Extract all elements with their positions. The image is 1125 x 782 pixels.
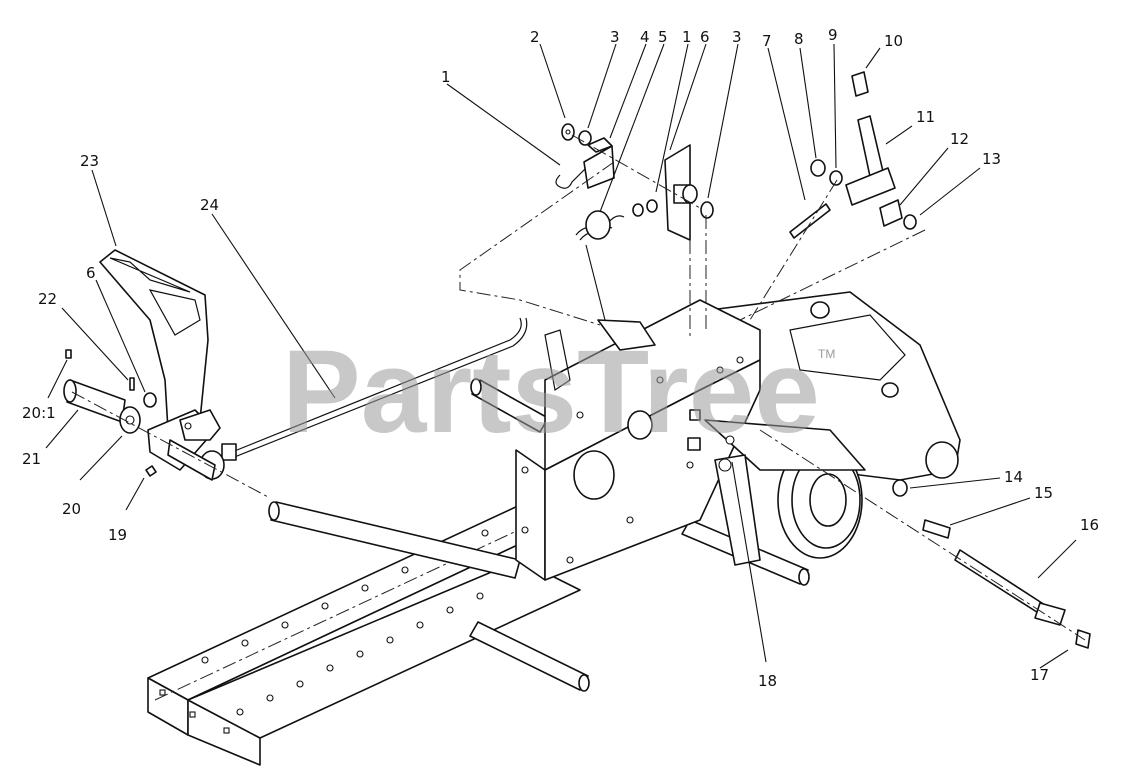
pivot-stack [63, 349, 271, 499]
watermark-trademark: TM [818, 347, 835, 361]
callout-10: 10 [884, 32, 903, 50]
callout-17: 17 [1030, 666, 1049, 684]
callout-12: 12 [950, 130, 969, 148]
callout-6: 6 [86, 264, 96, 282]
callout-21: 21 [22, 450, 41, 468]
callout-16: 16 [1080, 516, 1099, 534]
callout-1: 1 [441, 68, 451, 86]
rear-rod-parts [759, 429, 1091, 649]
watermark-text: PartsTree [282, 326, 820, 458]
callout-24: 24 [200, 196, 219, 214]
brake-pedal [99, 249, 225, 481]
callout-2: 2 [530, 28, 540, 46]
brake-rod [221, 317, 528, 461]
leader-lines [45, 43, 1077, 669]
callout-14: 14 [1004, 468, 1023, 486]
callout-5: 5 [658, 28, 668, 46]
callout-13: 13 [982, 150, 1001, 168]
callout-1: 1 [682, 28, 692, 46]
callout-labels: 1 2 3 4 5 1 6 3 7 8 9 10 11 12 13 23 24 … [22, 26, 1099, 690]
callout-6: 6 [700, 28, 710, 46]
callout-19: 19 [108, 526, 127, 544]
callout-23: 23 [80, 152, 99, 170]
watermark: PartsTree TM [282, 326, 835, 458]
callout-15: 15 [1034, 484, 1053, 502]
callout-18: 18 [758, 672, 777, 690]
upper-bracket-parts [459, 71, 926, 340]
callout-3: 3 [732, 28, 742, 46]
callout-20: 20 [62, 500, 81, 518]
callout-9: 9 [828, 26, 838, 44]
callout-3: 3 [610, 28, 620, 46]
callout-20-1: 20:1 [22, 404, 56, 422]
callout-7: 7 [762, 32, 772, 50]
callout-11: 11 [916, 108, 935, 126]
mounting-plate [515, 299, 761, 581]
brake-drum [704, 419, 866, 566]
callout-22: 22 [38, 290, 57, 308]
callout-8: 8 [794, 30, 804, 48]
callout-4: 4 [640, 28, 650, 46]
